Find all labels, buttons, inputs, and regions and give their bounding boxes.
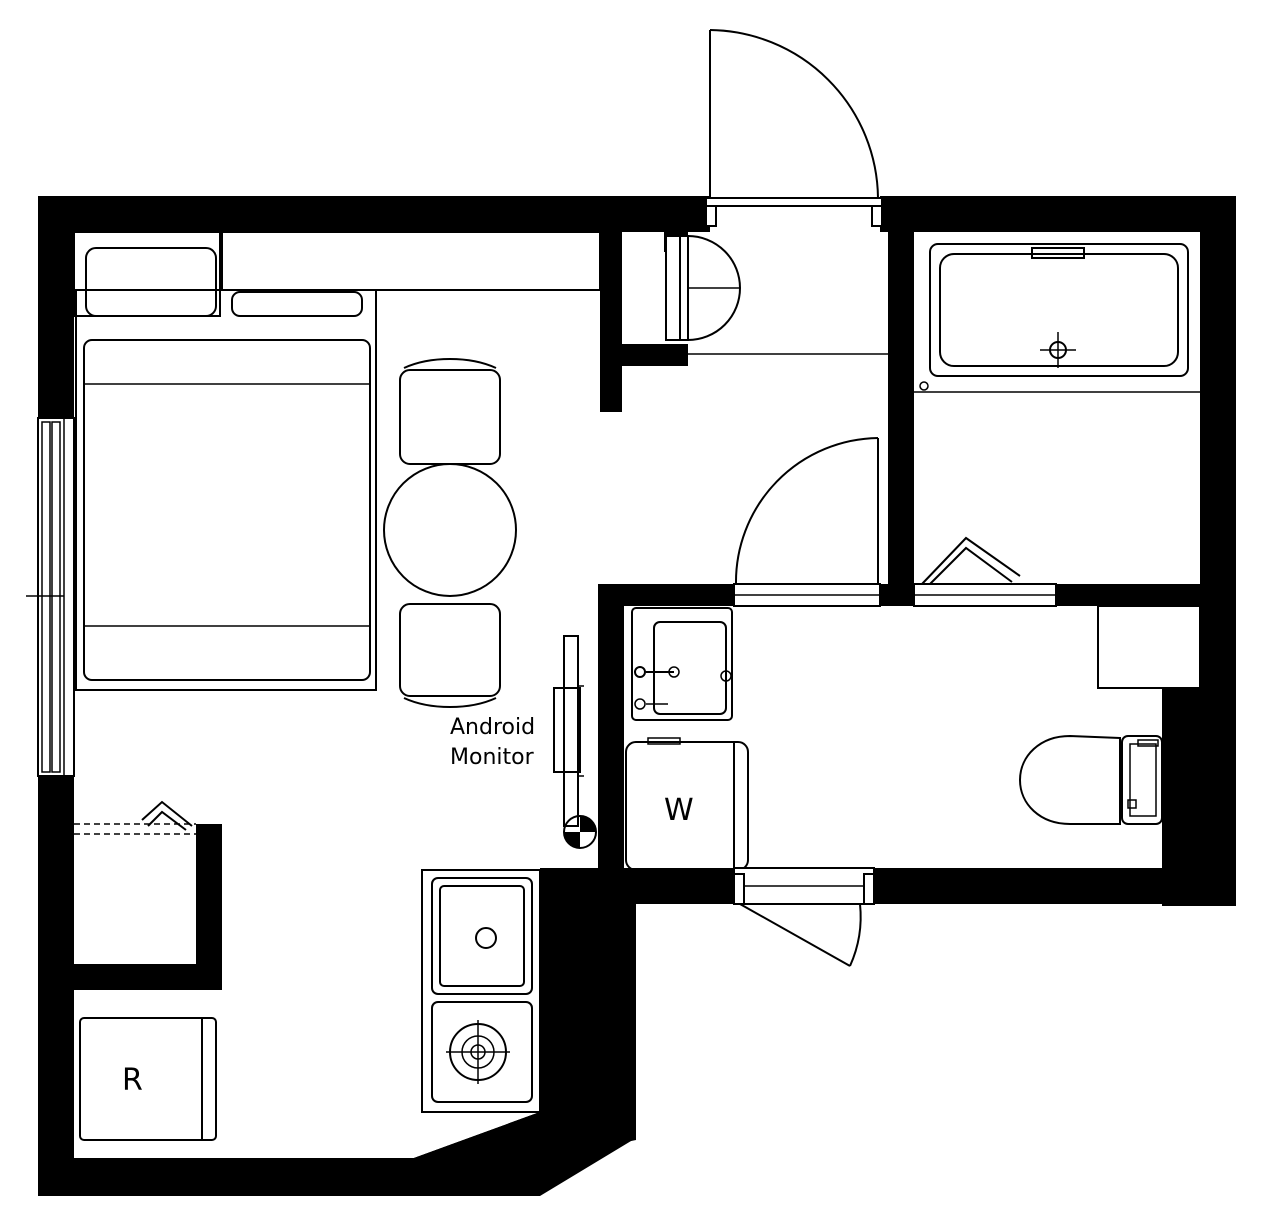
walls [38,196,1236,1196]
washer-label: W [664,793,694,828]
bathtub [914,243,1200,393]
closet-double-door [665,235,888,355]
monitor-label-line1: Android [450,715,535,740]
android-monitor: Android Monitor [450,635,597,849]
closet-folding-door [74,800,196,835]
entrance-door [705,29,883,227]
refrigerator-label: R [122,1063,143,1098]
hall-door [733,437,881,607]
refrigerator: R [79,1017,217,1141]
toilet-door [733,867,875,967]
bed [73,231,601,691]
washer: W [625,737,749,871]
toilet [1018,734,1163,825]
toilet-shelf [1097,605,1201,689]
window [26,417,75,777]
bathroom-folding-door [913,536,1057,607]
monitor-label-line2: Monitor [450,745,535,770]
washbasin [631,607,733,721]
kitchen-counter [421,869,541,1113]
dining-table-set [383,358,517,708]
